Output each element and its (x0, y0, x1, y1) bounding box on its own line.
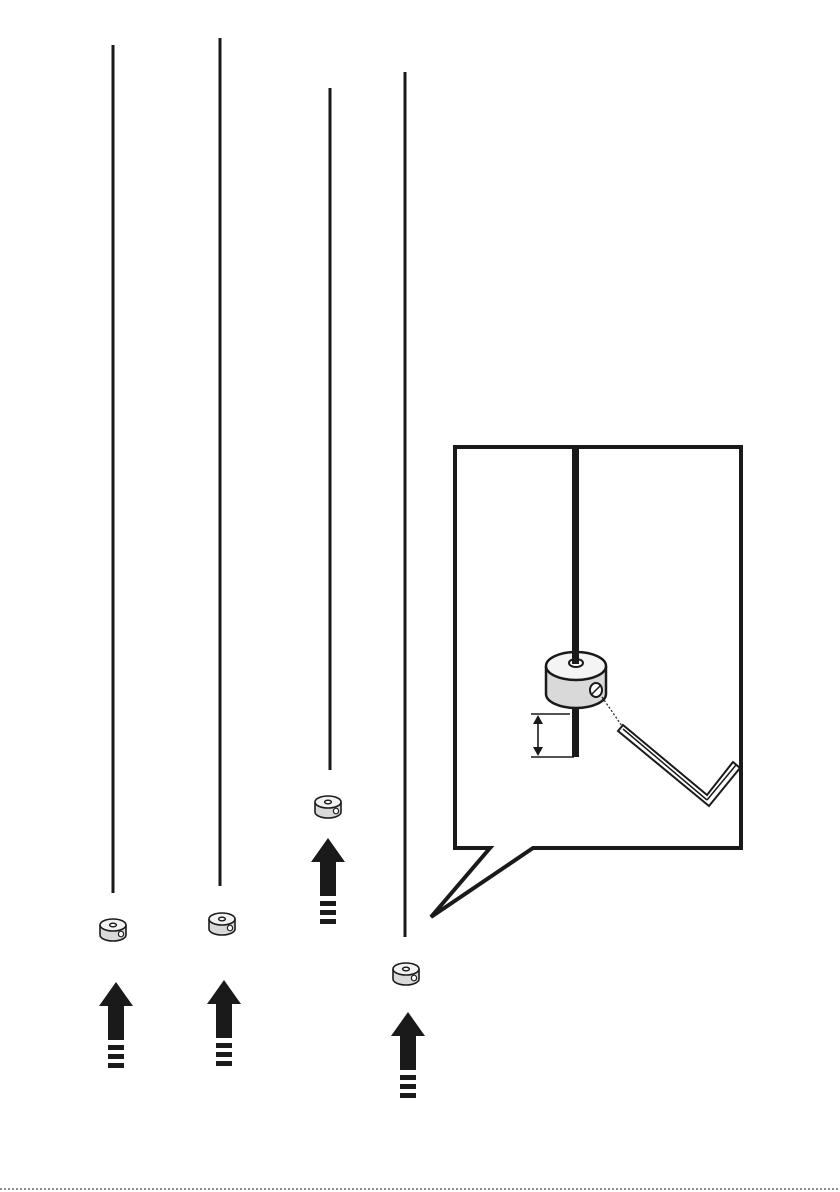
stop-collar-4 (393, 963, 419, 985)
stop-collar-3 (315, 796, 341, 818)
rod-assembly-1 (99, 45, 133, 1068)
push-up-arrow-4 (391, 1012, 425, 1098)
push-up-arrow-3 (311, 838, 345, 924)
rod-assembly-2 (207, 38, 241, 1066)
detail-callout (431, 447, 741, 917)
rod-assembly-3 (311, 88, 345, 924)
push-up-arrow-2 (207, 980, 241, 1066)
stop-collar-1 (100, 919, 126, 941)
rod-assembly-4 (391, 72, 425, 1098)
push-up-arrow-1 (99, 982, 133, 1068)
stop-collar-2 (209, 913, 235, 935)
